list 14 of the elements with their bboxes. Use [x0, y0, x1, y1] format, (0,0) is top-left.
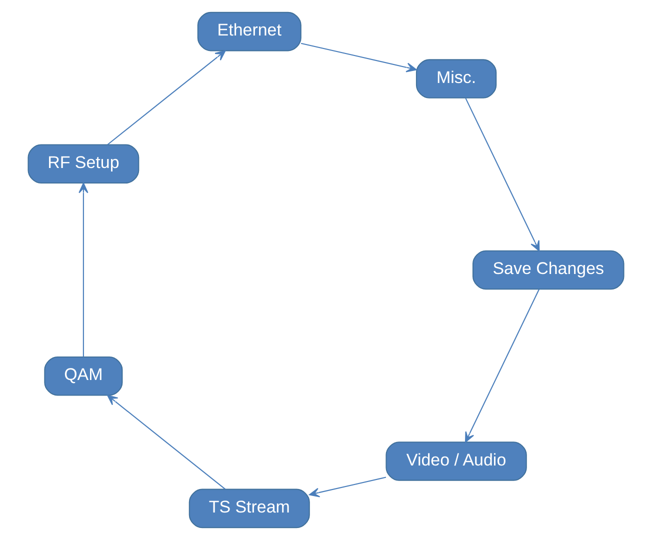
arrow [78, 182, 88, 357]
node-box: RF Setup [28, 144, 140, 184]
node-box: QAM [44, 356, 123, 396]
node-box: Video / Audio [386, 442, 527, 481]
arrow [300, 42, 417, 72]
arrow [309, 476, 386, 498]
node-box: TS Stream [188, 488, 310, 528]
arrow [107, 50, 226, 146]
arrow [464, 289, 540, 443]
node-box: Misc. [416, 59, 497, 98]
arrow [107, 394, 226, 490]
node-box: Save Changes [472, 250, 624, 290]
arrow [465, 98, 540, 252]
node-box: Ethernet [197, 12, 302, 52]
